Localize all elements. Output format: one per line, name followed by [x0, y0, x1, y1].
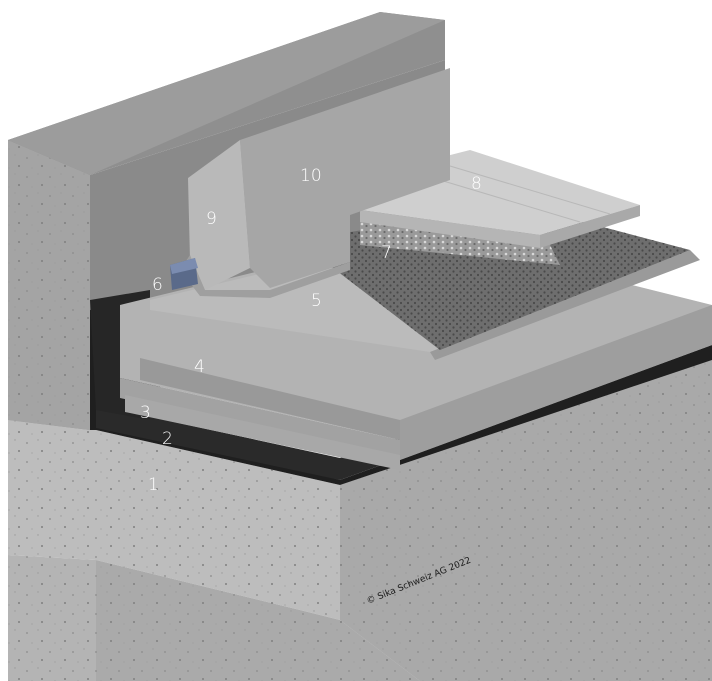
label-10: 10 — [300, 166, 322, 186]
label-2: 2 — [162, 429, 173, 449]
upstand-flashing — [180, 68, 450, 298]
label-7: 7 — [381, 243, 392, 263]
label-8: 8 — [471, 174, 482, 194]
label-3: 3 — [140, 403, 151, 423]
label-9: 9 — [206, 209, 217, 229]
edge-profile — [170, 258, 198, 290]
label-6: 6 — [152, 275, 163, 295]
label-1: 1 — [148, 475, 159, 495]
concrete-slab — [8, 360, 712, 681]
label-4: 4 — [194, 357, 205, 377]
label-5: 5 — [311, 291, 322, 311]
